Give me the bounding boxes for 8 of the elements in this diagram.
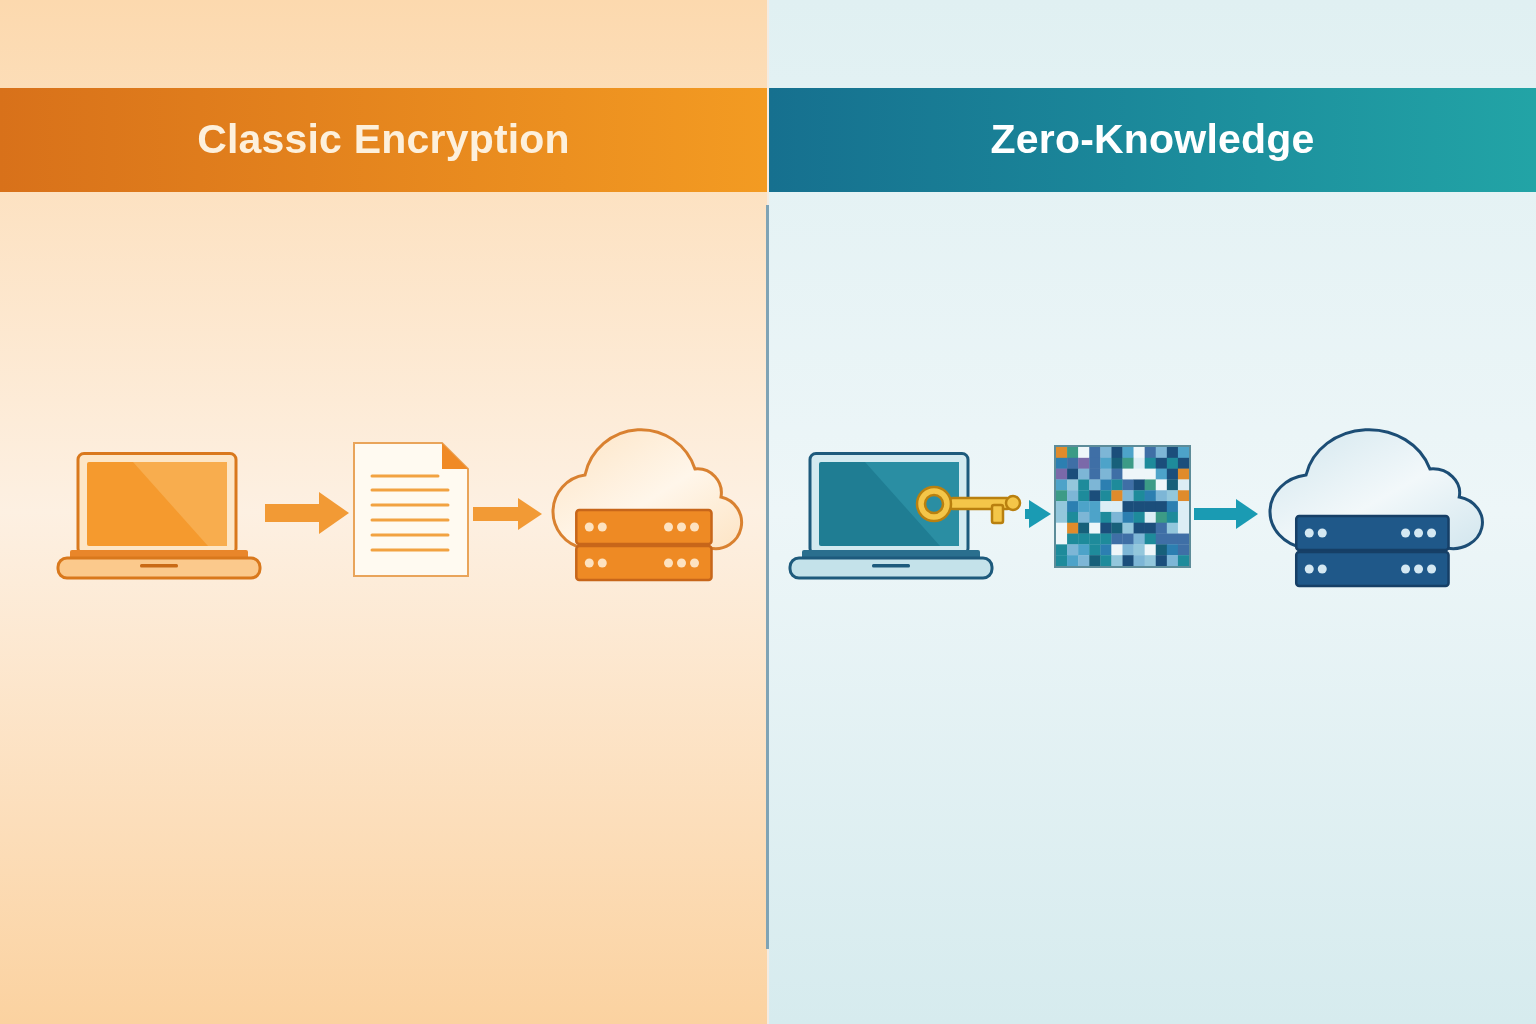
laptop-illustration	[56, 452, 262, 580]
panel-header-banner: Classic Encryption	[0, 88, 767, 192]
scrambled-data-illustration	[1054, 445, 1191, 568]
panel-header-banner: Zero-Knowledge	[769, 88, 1536, 192]
comparison-panel	[0, 0, 767, 1024]
comparison-panel	[769, 0, 1536, 1024]
laptop-with-key-illustration	[788, 452, 1022, 580]
document-illustration	[352, 441, 470, 578]
